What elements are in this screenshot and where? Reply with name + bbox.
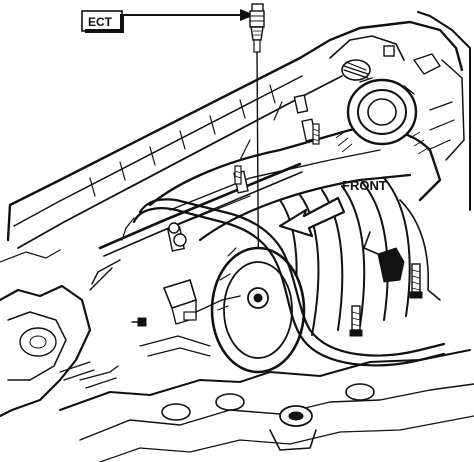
lower-hardware [59, 361, 375, 451]
fuel-rail [98, 94, 317, 257]
ect-leader-arrowhead [240, 9, 255, 21]
engine-block [0, 11, 474, 462]
front-indicator: FRONT [278, 178, 387, 238]
front-arrow [278, 196, 346, 238]
ect-label: ECT [88, 15, 113, 29]
coolant-hose [121, 198, 446, 367]
ect-callout: ECT [81, 9, 255, 33]
bolts [131, 123, 423, 337]
throttle-body [329, 35, 441, 146]
ect-sensor [249, 3, 265, 53]
front-label: FRONT [342, 178, 387, 193]
thermostat-housing [210, 246, 306, 374]
wire-harness [79, 259, 211, 389]
shading-hatch [335, 131, 429, 155]
manifold-bracket [363, 231, 405, 283]
small-sensor [162, 278, 241, 325]
